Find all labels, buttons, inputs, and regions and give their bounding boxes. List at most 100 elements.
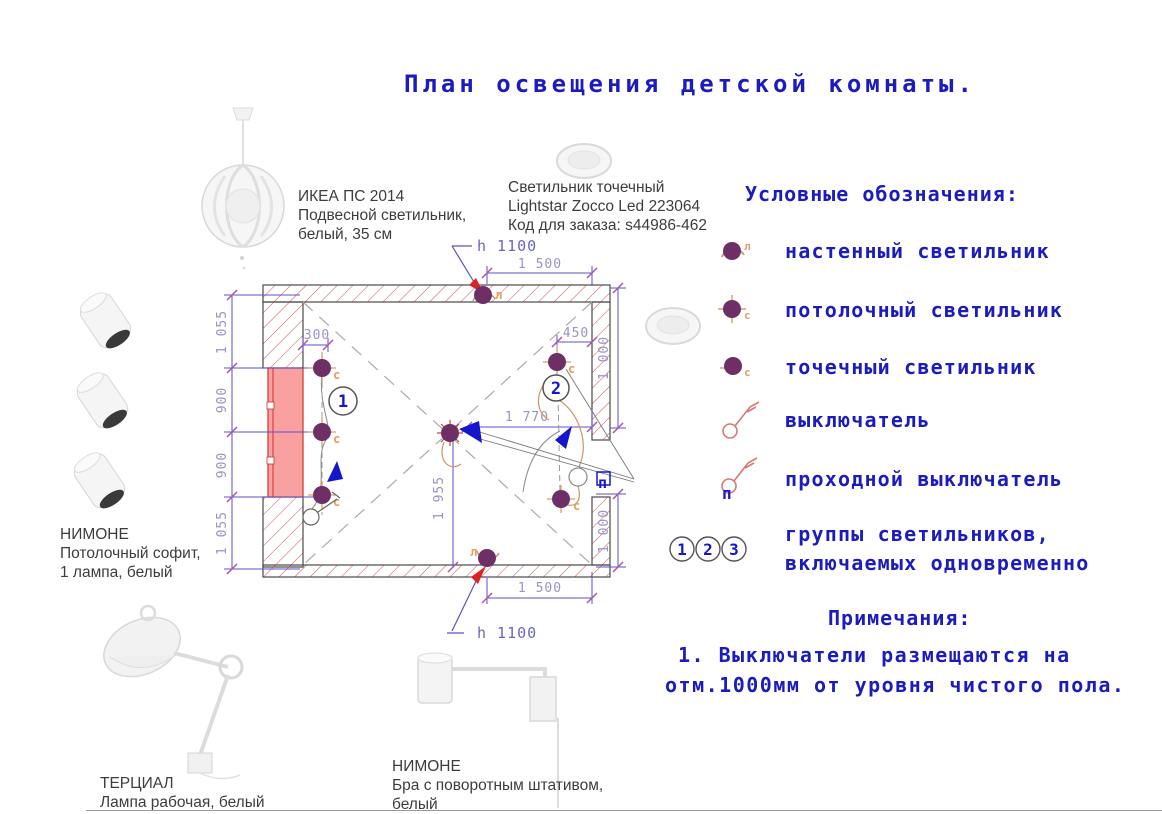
svg-text:с: с [744,366,751,379]
dim-left-1: 1 055 [215,310,230,354]
fixtures: л л с с [308,286,580,567]
label-desk: ТЕРЦИАЛ Лампа рабочая, белый [100,774,265,812]
recessed-spot-photo-2 [645,307,701,345]
switch-icon [722,401,760,439]
label-sofit-line2: Потолочный софит, [60,545,201,562]
blue-arrow-left [327,461,343,482]
dimensions: 1 055 900 900 1 055 1 500 [215,257,626,604]
red-arrow-bottom [471,566,486,584]
notes-heading: Примечания: [828,606,972,630]
note-line-2: отм.1000мм от уровня чистого пола. [665,673,1126,697]
room-walls [262,284,611,578]
desk-lamp-drawing [103,604,244,780]
bottom-border-line [86,810,1162,811]
label-sofit-line1: НИМОНЕ [60,526,129,543]
dim-300: 300 [304,328,330,343]
legend-heading: Условные обозначения: [745,182,1019,206]
label-pendant: ИКЕА ПС 2014 Подвесной светильник, белый… [298,187,466,244]
label-bra-line3: белый [392,796,438,813]
legend-item-wall-lamp: л настенный светильник [718,236,1050,266]
legend-label-groups: группы светильников, включаемых одноврем… [785,520,1090,578]
legend-label: проходной выключатель [785,467,1064,491]
spot-letter: с [333,368,340,382]
dim-bottom-1500: 1 500 [518,581,562,596]
label-bra: НИМОНЕ Бра с поворотным штативом, белый [392,757,603,814]
spot-photo-3 [73,452,126,509]
group-2-number: 2 [551,379,561,399]
label-bra-line1: НИМОНЕ [392,758,461,775]
spot-right-top: с [543,348,575,376]
label-spot: Светильник точечный Lightstar Zocco Led … [508,178,707,235]
recessed-spot-photo-1 [556,143,612,179]
wall-lamp-bottom: л [470,545,500,567]
legend-label: точечный светильник [785,355,1037,379]
note-line-1: 1. Выключатели размещаются на [678,643,1071,667]
pendant-lamp-photo [201,107,285,270]
legend-groups-line1: группы светильников, [785,522,1050,546]
spot-lamp-icon: с [720,357,751,379]
label-sofit: НИМОНЕ Потолочный софит, 1 лампа, белый [60,525,201,582]
label-bra-line2: Бра с поворотным штативом, [392,777,604,794]
spot-left-3: с [308,481,340,509]
wall-lamp-bottom-letter: л [470,545,477,559]
legend-label: потолочный светильник [785,298,1064,322]
spot-right-bottom: с [547,485,580,513]
label-pendant-line2: Подвесной светильник, [298,207,467,224]
dim-h1100-bottom: h 1100 [477,624,537,642]
label-sofit-line3: 1 лампа, белый [60,564,173,581]
spot-letter: с [333,432,340,446]
svg-text:л: л [744,240,751,253]
pendant-lamp-drawing [201,107,285,270]
dim-h1100-top: h 1100 [477,237,537,255]
direction-arrows [327,421,572,482]
dim-450: 450 [563,326,589,341]
group-number-3: 3 [729,540,739,559]
dim-left-2: 900 [215,387,230,413]
svg-text:с: с [744,309,751,322]
page-title: План освещения детской комнаты. [404,70,976,98]
blue-arrow-center [459,421,482,443]
wall-lamp-top-letter: л [495,288,502,302]
legend-label: выключатель [785,408,931,432]
spot-left-1: с [308,354,340,382]
legend-label: настенный светильник [785,239,1050,263]
legend-item-ceiling-lamp: с потолочный светильник [718,295,1063,325]
blue-arrow-right [555,426,572,449]
spot-photo-1 [79,292,132,349]
pass-switch-door: п [568,467,611,492]
group-1-number: 1 [338,392,348,412]
dim-1770: 1 770 [505,410,549,425]
spot-letter: с [568,362,575,376]
label-spot-line3: Код для заказа: s44986-462 [508,217,707,234]
dim-1955: 1 955 [432,476,447,520]
label-pendant-line3: белый, 35 см [298,226,393,243]
wall-lamp-top: л [472,286,502,304]
legend-item-switch: выключатель [718,398,931,442]
label-spot-line2: Lightstar Zocco Led 223064 [508,198,701,215]
switches: п [302,467,611,526]
group-number-1: 1 [677,540,687,559]
spot-letter: с [573,499,580,513]
wall-lamp-drawing [417,652,559,808]
ceiling-lamp-icon: с [718,295,751,323]
svg-text:п: п [722,484,732,503]
group-number-2: 2 [703,540,713,559]
label-pendant-line1: ИКЕА ПС 2014 [298,188,405,205]
ceiling-spot-photos [73,292,132,509]
pass-switch-icon: п [721,457,758,503]
switch-bottom-left [302,491,341,526]
label-desk-line2: Лампа рабочая, белый [100,794,265,811]
pass-switch-letter: п [598,474,607,492]
group-circles-icon: 1 2 3 [669,536,747,562]
desk-lamp-photo [103,604,244,780]
group-circle-2: 2 [542,374,570,402]
legend-item-pass-switch: п проходной выключатель [718,455,1063,503]
spot-photo-2 [76,372,129,429]
legend-item-groups: 1 2 3 группы светильников, включаемых од… [668,520,1090,578]
group-circle-1: 1 [328,386,358,416]
ceiling-light-center [437,420,463,446]
dim-left-4: 1 055 [215,511,230,555]
spot-left-2: с [308,418,340,446]
height-leaders: h 1100 h 1100 [447,237,537,642]
